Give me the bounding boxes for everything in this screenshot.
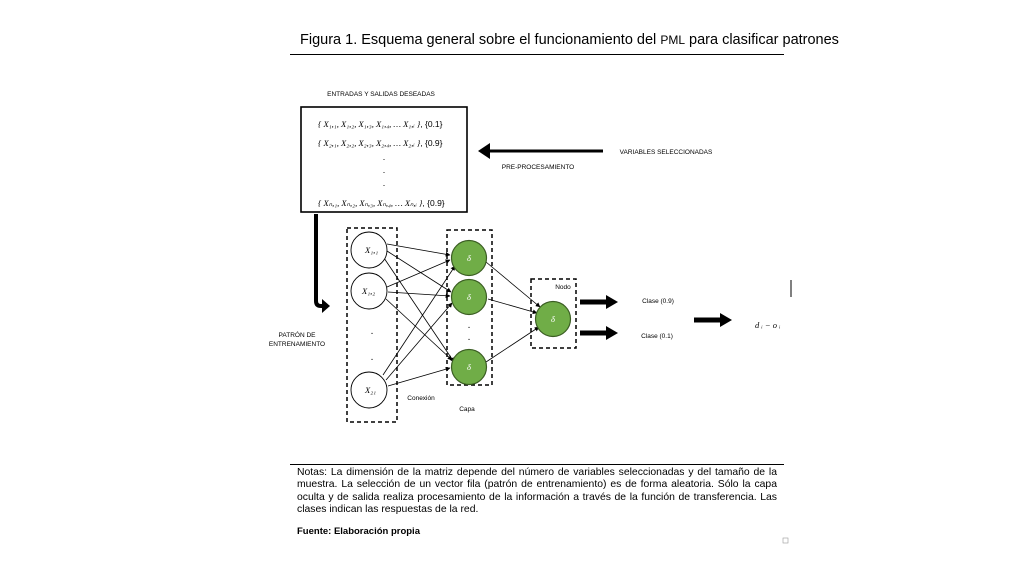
input-node-n-label: X₂₁ (364, 385, 376, 395)
figure-source: Fuente: Elaboración propia (297, 526, 420, 537)
output-layer-box (530, 278, 577, 349)
output-node-symbol: δ (551, 314, 556, 324)
hidden-node-2-symbol: δ (467, 292, 472, 302)
matrix-ellipsis-dot: . (383, 152, 386, 162)
input-ellipsis-dot: . (371, 326, 374, 337)
preprocessing-arrowhead (478, 143, 490, 159)
class-low-label: Clase (0.1) (641, 333, 673, 340)
notes-divider (290, 464, 784, 465)
input-node-2-label: X₁,₂ (361, 286, 375, 296)
training-pattern-label-2: ENTRENAMIENTO (269, 341, 325, 348)
preprocessing-label: PRE-PROCESAMIENTO (502, 164, 574, 171)
class-high-arrowhead (606, 295, 618, 309)
input-node-n (350, 371, 388, 409)
input-node-2 (350, 272, 388, 310)
training-pattern-label-1: PATRÓN DE (279, 330, 317, 339)
selected-variables-label: VARIABLES SELECCIONADAS (620, 149, 713, 156)
connection-label: Conexión (407, 395, 435, 402)
input-layer-box (346, 227, 398, 423)
figure-notes: Notas: La dimensión de la matriz depende… (297, 467, 777, 515)
layer-label: Capa (459, 406, 475, 413)
node-label: Nodo (555, 284, 571, 291)
output-node (534, 300, 572, 338)
corner-mark (782, 537, 789, 544)
training-pattern-arrowhead (322, 299, 330, 313)
title-abbrev: PML (660, 33, 685, 47)
matrix-row-2: { X₂,₁, X₂,₂, X₂,₃, X₂,₄, … X₂,ᵢ }, {0.9… (318, 138, 443, 148)
hidden-node-1-symbol: δ (467, 253, 472, 263)
hidden-node-1 (450, 239, 488, 277)
matrix-row-1: { X₁,₁, X₁,₂, X₁,₃, X₁,₄, … X₁,ᵢ }, {0.1… (318, 119, 443, 129)
data-matrix-box (300, 106, 468, 213)
class-high-label: Clase (0.9) (642, 298, 674, 305)
inputs-header: ENTRADAS Y SALIDAS DESEADAS (327, 91, 435, 98)
hidden-output-connections (485, 261, 541, 363)
hidden-ellipsis-dot: . (468, 332, 471, 343)
title-divider (290, 54, 784, 55)
error-arrowhead (720, 313, 732, 327)
input-ellipsis-dot: . (371, 352, 374, 363)
title-suffix: para clasificar patrones (685, 32, 839, 48)
matrix-ellipsis-dot: . (383, 165, 386, 175)
matrix-row-n: { Xₙ,₁, Xₙ,₂, Xₙ,₃, Xₙ,₄, … Xₙ,ᵢ }, {0.9… (318, 198, 445, 208)
hidden-layer-box (446, 229, 493, 386)
training-pattern-arrow-shaft (314, 214, 326, 308)
class-low-arrowhead (606, 326, 618, 340)
hidden-ellipsis-dot: . (468, 320, 471, 331)
title-prefix: Figura 1. Esquema general sobre el funci… (300, 32, 661, 48)
hidden-node-2 (450, 278, 488, 316)
hidden-node-n (450, 348, 488, 386)
error-expression: d ᵢ − o ᵢ (755, 320, 780, 330)
input-node-1 (350, 231, 388, 269)
hidden-node-n-symbol: δ (467, 362, 472, 372)
input-hidden-connections (382, 243, 456, 387)
input-node-1-label: X₁,₁ (364, 245, 378, 255)
figure-title: Figura 1. Esquema general sobre el funci… (300, 32, 839, 48)
matrix-ellipsis-dot: . (383, 178, 386, 188)
